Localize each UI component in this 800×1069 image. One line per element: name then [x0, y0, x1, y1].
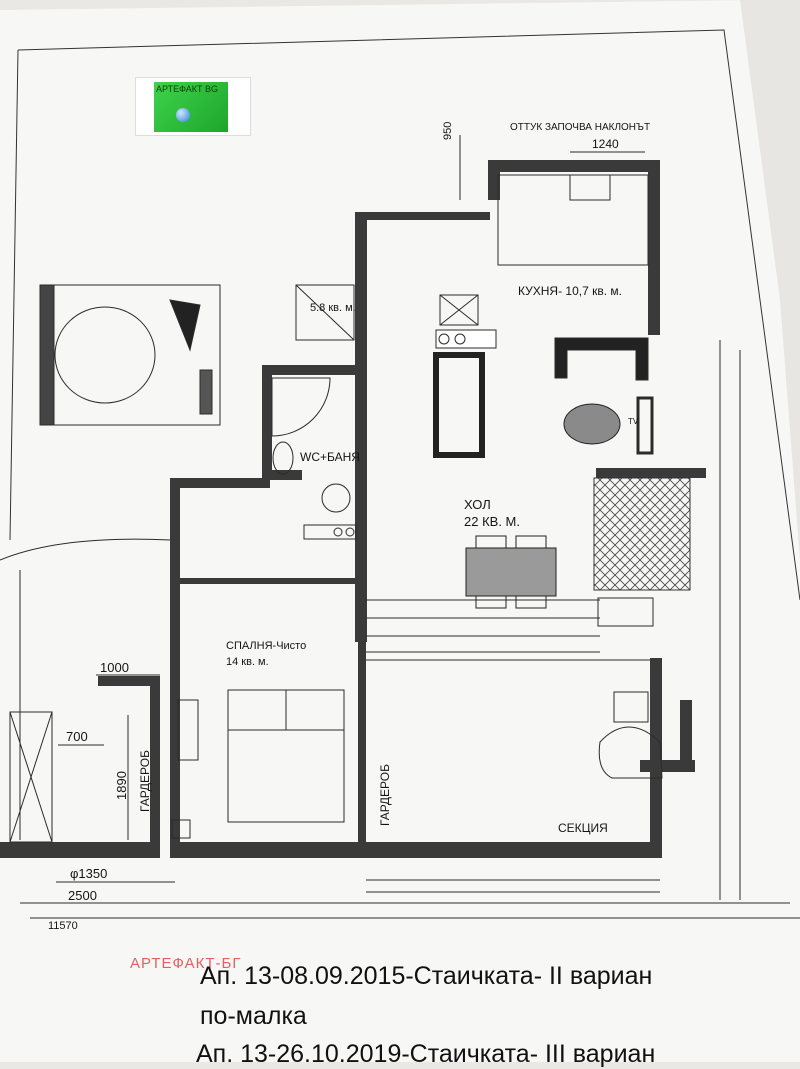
dining-table	[465, 535, 557, 609]
dim-950: 950	[442, 121, 454, 140]
company-logo: АРТЕФАКТ BG	[135, 77, 251, 136]
room-wc: WC+БАНЯ	[300, 450, 360, 464]
title-line-3: Ап. 13-26.10.2019-Стаичката- III вариан	[196, 1040, 656, 1068]
dim-phi1350: φ1350	[70, 866, 108, 881]
room-kitchen: КУХНЯ- 10,7 кв. м.	[518, 284, 622, 298]
title-line-1: Ап. 13-08.09.2015-Стаичката- II вариан	[200, 962, 653, 990]
dim-1890: 1890	[114, 771, 129, 800]
frame-top	[17, 29, 800, 601]
room-section: СЕКЦИЯ	[558, 821, 608, 835]
frame-left	[9, 49, 19, 541]
dim-11570: 11570	[48, 920, 78, 932]
dim-700: 700	[66, 729, 88, 744]
room-bedroom-name: СПАЛНЯ-Чисто	[226, 640, 307, 652]
room-small: 5.8 кв. м.	[310, 302, 356, 314]
slope-note: ОТТУК ЗАПОЧВА НАКЛОНЪТ	[510, 122, 651, 133]
room-hall-name: ХОЛ	[464, 497, 491, 512]
watermark: АРТЕФАКТ-БГ	[130, 955, 242, 972]
dim-2500: 2500	[68, 888, 97, 903]
dim-1000: 1000	[100, 660, 129, 675]
logo-text: АРТЕФАКТ BG	[156, 84, 218, 94]
title-line-2: по-малка	[200, 1002, 307, 1030]
walls	[0, 160, 706, 858]
dim-1240: 1240	[592, 137, 619, 151]
tv-label: TV	[628, 417, 639, 426]
wardrobe-mid: ГАРДЕРОБ	[378, 764, 392, 826]
logo-mark	[154, 82, 228, 132]
wardrobe-left: ГАРДЕРОБ	[138, 750, 152, 812]
paper-shadow	[740, 0, 800, 560]
room-bedroom-area: 14 кв. м.	[226, 656, 269, 668]
rug	[563, 403, 621, 445]
balcony-hatch	[593, 477, 691, 591]
logo-drop-icon	[176, 108, 190, 122]
room-hall-area: 22 КВ. М.	[464, 514, 520, 529]
fixtures	[0, 135, 800, 919]
